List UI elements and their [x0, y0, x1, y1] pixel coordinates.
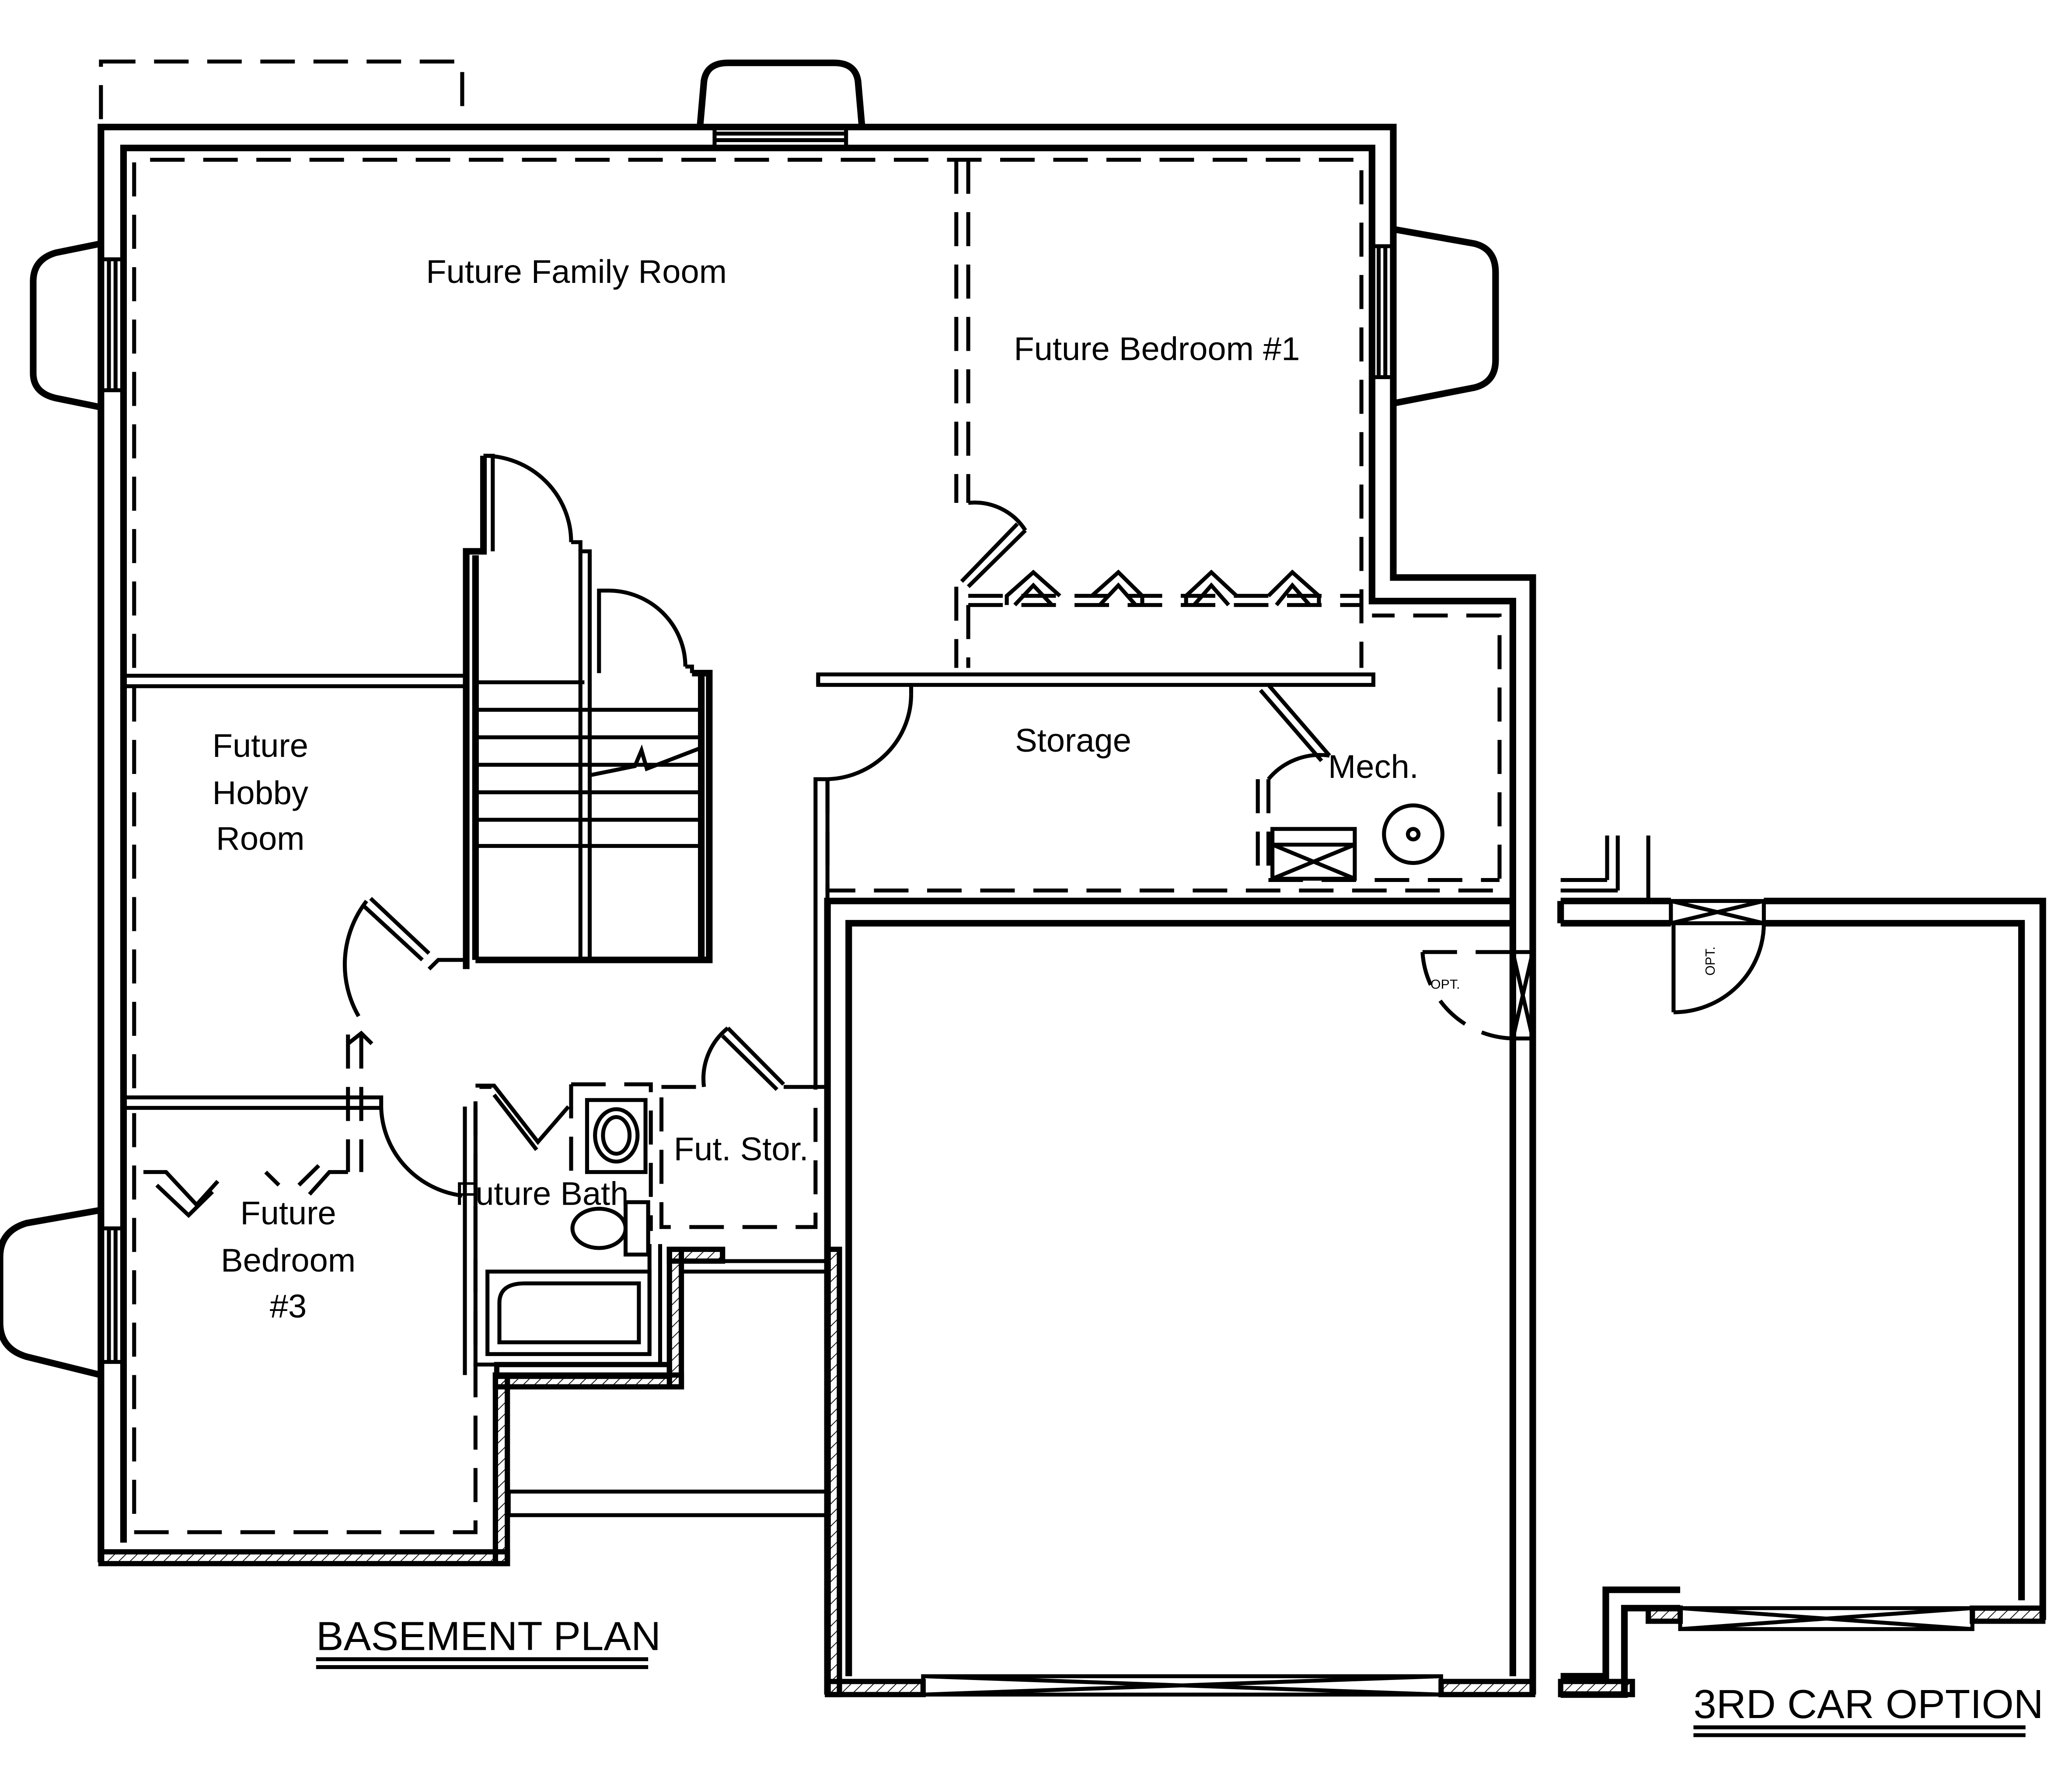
fixtures [463, 803, 1444, 1379]
label-bedroom-3-line-2: Bedroom [221, 1242, 356, 1278]
interior-walls [121, 672, 1535, 1697]
window-well-left-lower [0, 1206, 126, 1378]
window-well-left-upper [30, 240, 126, 411]
title-basement-plan: BASEMENT PLAN [316, 1613, 661, 1659]
label-hobby-room-line-2: Hobby [213, 774, 309, 811]
label-hobby-room-line-1: Future [213, 728, 308, 764]
label-bedroom-3-line-3: #3 [270, 1288, 307, 1324]
plan-titles: BASEMENT PLAN 3RD CAR OPTION [316, 1613, 2044, 1737]
label-storage: Storage [1015, 722, 1131, 759]
label-bath: Future Bath [455, 1175, 629, 1212]
label-hobby-room-line-3: Room [216, 820, 305, 857]
label-bedroom-3-line-1: Future [240, 1195, 336, 1231]
note-opt-third-car-door: OPT. [1703, 947, 1718, 976]
label-family-room: Future Family Room [426, 253, 727, 289]
label-mech: Mech. [1328, 748, 1419, 784]
room-labels: Future Family Room Future Bedroom #1 Fut… [213, 253, 1718, 1324]
third-car-option [1557, 835, 2046, 1698]
label-fut-stor: Fut. Stor. [674, 1131, 809, 1167]
title-third-car-option: 3RD CAR OPTION [1693, 1681, 2043, 1727]
window-well-right [1370, 226, 1499, 407]
note-opt-garage-door: OPT. [1430, 977, 1460, 992]
doors [143, 500, 1535, 1218]
stairs [463, 453, 713, 969]
label-bedroom-1: Future Bedroom #1 [1014, 331, 1300, 367]
window-well-top [697, 59, 865, 150]
garage-door [921, 1674, 1443, 1697]
